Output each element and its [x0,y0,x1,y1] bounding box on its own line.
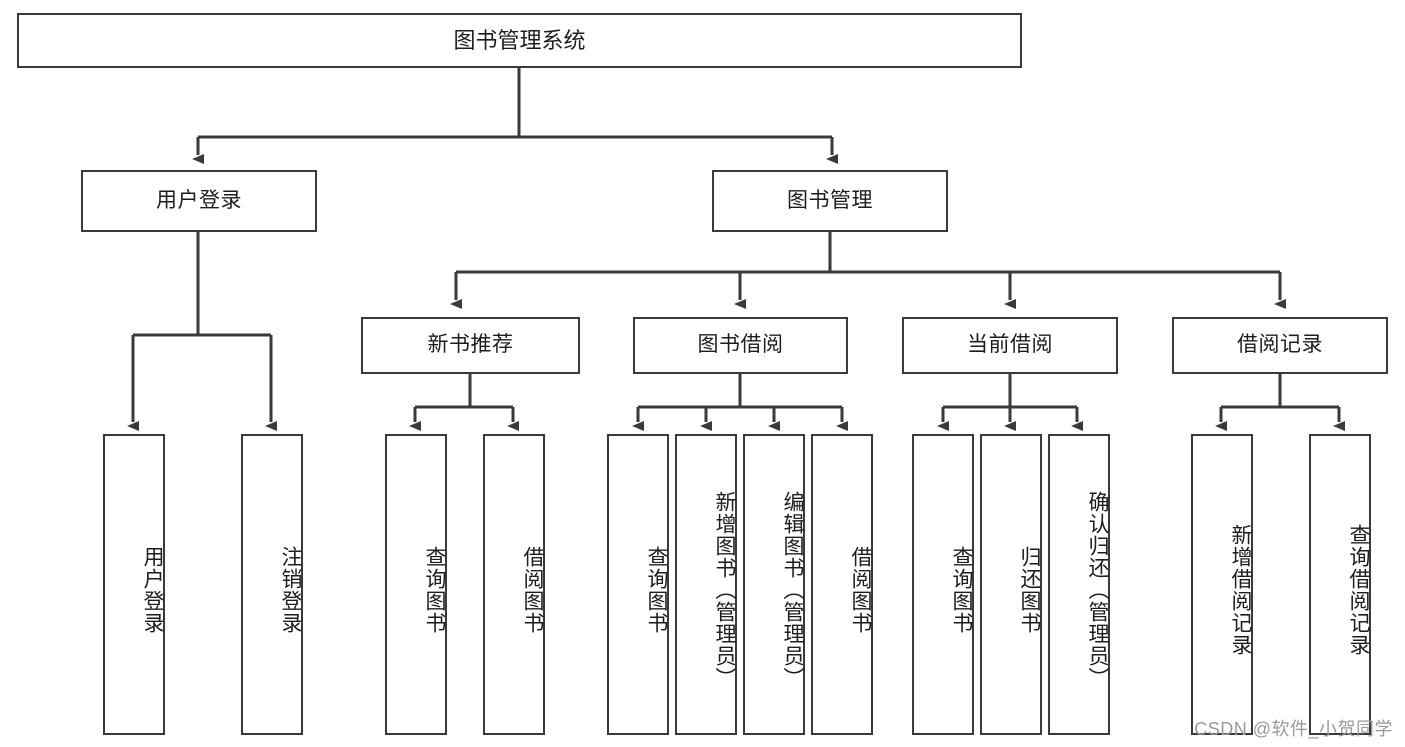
node-label: 新增借阅记录 [1229,523,1252,656]
node-label: 注销登录 [279,545,302,634]
node-label: 借阅记录 [1237,333,1323,357]
node-label: 查询借阅记录 [1347,523,1370,656]
leaf-query-book-borrow[interactable]: 查询图书 [607,434,669,735]
leaf-user-login[interactable]: 用户登录 [103,434,165,735]
node-label: 归还图书 [1018,545,1041,634]
node-label: 编辑图书（管理员） [781,490,804,689]
csdn-watermark: CSDN @软件_小贺同学 [1194,719,1393,739]
node-label: 图书借阅 [697,333,784,357]
leaf-borrow-book[interactable]: 借阅图书 [811,434,873,735]
node-borrow-record[interactable]: 借阅记录 [1172,317,1388,374]
node-label: 借阅图书 [521,545,544,634]
node-user-login[interactable]: 用户登录 [81,170,317,232]
node-label: 用户登录 [156,188,242,212]
leaf-return-book[interactable]: 归还图书 [980,434,1042,735]
node-label: 用户登录 [141,545,164,634]
node-label: 图书管理系统 [453,27,586,53]
node-label: 查询图书 [950,545,973,634]
node-label: 查询图书 [645,545,668,634]
node-label: 确认归还（管理员） [1086,490,1109,689]
leaf-edit-book[interactable]: 编辑图书（管理员） [743,434,805,735]
leaf-borrow-book-recommend[interactable]: 借阅图书 [483,434,545,735]
leaf-query-book-recommend[interactable]: 查询图书 [385,434,447,735]
node-root-book-management-system[interactable]: 图书管理系统 [17,13,1022,68]
node-label: 新书推荐 [427,333,514,357]
node-new-book-recommend[interactable]: 新书推荐 [361,317,580,374]
node-label: 当前借阅 [967,333,1053,357]
leaf-confirm-return[interactable]: 确认归还（管理员） [1048,434,1110,735]
leaf-query-borrow-record[interactable]: 查询借阅记录 [1309,434,1371,735]
leaf-logout-login[interactable]: 注销登录 [241,434,303,735]
leaf-query-book-current[interactable]: 查询图书 [912,434,974,735]
node-label: 新增图书（管理员） [713,490,736,689]
node-book-management[interactable]: 图书管理 [712,170,948,232]
leaf-add-borrow-record[interactable]: 新增借阅记录 [1191,434,1253,735]
node-current-borrow[interactable]: 当前借阅 [902,317,1118,374]
node-label: 图书管理 [787,188,873,212]
node-book-borrow[interactable]: 图书借阅 [633,317,848,374]
node-label: 借阅图书 [849,545,872,634]
leaf-add-book[interactable]: 新增图书（管理员） [675,434,737,735]
node-label: 查询图书 [423,545,446,634]
